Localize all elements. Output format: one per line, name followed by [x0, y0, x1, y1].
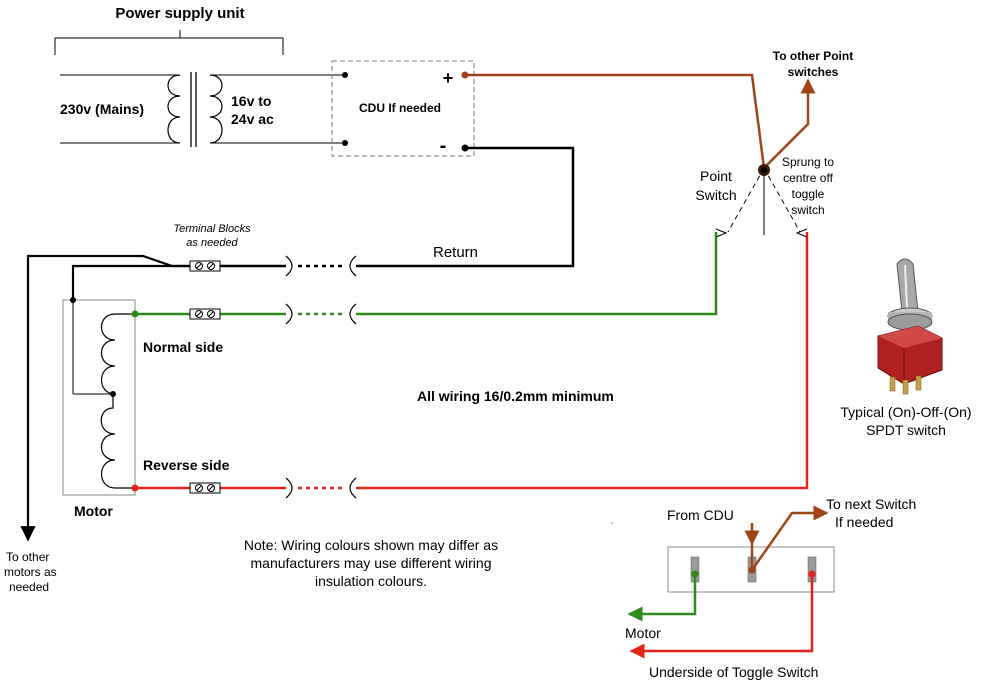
typical-switch-label-1: Typical (On)-Off-(On): [840, 404, 971, 420]
cdu-label: CDU If needed: [359, 101, 441, 115]
return-label: Return: [433, 244, 478, 261]
svg-text:motors as: motors as: [4, 565, 57, 579]
sprung-label-2: centre off: [783, 171, 833, 185]
svg-text:needed: needed: [9, 580, 49, 594]
terminal-blocks: Terminal Blocks as needed: [173, 223, 251, 494]
reverse-side-label: Reverse side: [143, 457, 230, 473]
to-other-points-label-1: To other Point: [773, 49, 853, 63]
motor-label: Motor: [74, 503, 113, 519]
positive-wire: [465, 73, 766, 169]
point-switch: Point Switch Sprung to centre off toggle…: [695, 155, 834, 238]
sprung-label-3: toggle: [792, 187, 825, 201]
mains-label: 230v (Mains): [60, 101, 144, 117]
cdu-box: CDU If needed + -: [331, 60, 475, 157]
motor: Motor: [62, 297, 139, 519]
motor-red-wire: [629, 574, 814, 659]
wire-connectors: [285, 255, 357, 499]
note-line-3: insulation colours.: [315, 573, 427, 589]
to-next-switch-label-2: If needed: [835, 514, 893, 530]
return-wire: [356, 146, 575, 268]
cdu-plus: +: [443, 68, 454, 88]
terminal-blocks-label-1: Terminal Blocks: [173, 223, 251, 235]
normal-coil: [100, 313, 135, 395]
power-supply-unit: Power supply unit 230v (Mains) 16v to 24…: [54, 5, 345, 147]
normal-wire: [356, 232, 718, 316]
all-wiring-label: All wiring 16/0.2mm minimum: [417, 388, 614, 404]
to-other-motors-label: To other motors as needed: [4, 550, 57, 594]
transformer-secondary-coil: [209, 74, 223, 144]
to-other-points-label-2: switches: [788, 65, 839, 79]
point-switch-label-1: Point: [700, 168, 732, 184]
to-next-switch-label-1: To next Switch: [826, 496, 916, 512]
reverse-wire: [356, 232, 809, 490]
cdu-minus: -: [440, 135, 447, 157]
wire-gaps: [298, 264, 344, 490]
sprung-label-1: Sprung to: [782, 155, 834, 169]
point-switch-label-2: Switch: [695, 187, 736, 203]
to-next-switch-wire: [750, 505, 829, 571]
svg-text:To other: To other: [6, 550, 49, 564]
sprung-label-4: switch: [791, 203, 824, 217]
transformer-primary-coil: [167, 74, 181, 144]
toggle-switch-illustration: Typical (On)-Off-(On) SPDT switch: [840, 258, 972, 438]
from-cdu-label: From CDU: [667, 507, 734, 523]
normal-side-label: Normal side: [143, 339, 223, 355]
motor-bottom-label: Motor: [625, 625, 661, 641]
motor-green-wire: [627, 574, 697, 622]
underside-label: Underside of Toggle Switch: [649, 664, 818, 680]
note-line-1: Note: Wiring colours shown may differ as: [244, 537, 498, 553]
note-line-2: manufacturers may use different wiring: [251, 555, 492, 571]
power-supply-title: Power supply unit: [115, 5, 244, 22]
toggle-underside: From CDU To next Switch If needed Motor …: [611, 496, 916, 680]
to-other-points-wire: [763, 78, 816, 169]
terminal-blocks-label-2: as needed: [186, 237, 238, 249]
power-supply-bracket: [54, 30, 284, 55]
typical-switch-label-2: SPDT switch: [866, 422, 946, 438]
ac-voltage-label-2: 24v ac: [231, 111, 274, 127]
ac-voltage-label-1: 16v to: [231, 93, 271, 109]
reverse-coil: [100, 394, 135, 489]
